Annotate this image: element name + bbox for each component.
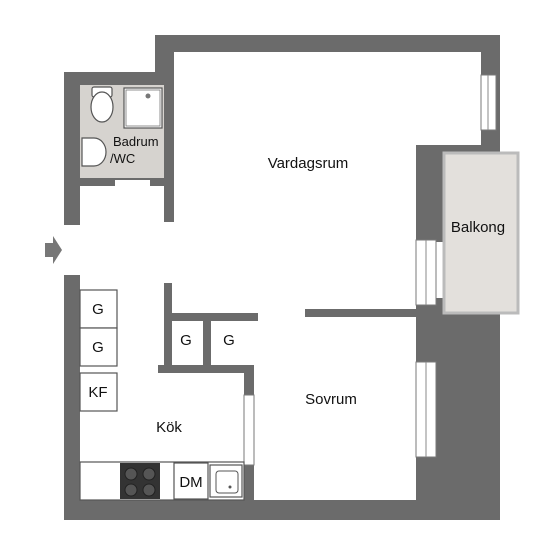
kitchen-label: Kök	[156, 419, 182, 436]
kitchen-fixtures	[79, 289, 245, 501]
bedroom-label: Sovrum	[305, 391, 357, 408]
shower-icon	[123, 87, 163, 129]
cabinet-labels: G G KF G G DM	[88, 301, 234, 491]
cabinet-g-top-label: G	[92, 301, 104, 318]
balcony	[442, 151, 520, 315]
balcony-label: Balkong	[451, 219, 505, 236]
bathroom-label-line2: /WC	[110, 151, 135, 166]
cabinet-g-bottom-label: G	[92, 339, 104, 356]
cabinet-g-bottom	[79, 327, 118, 367]
bathroom-fixtures	[81, 86, 163, 167]
dishwasher-label: DM	[179, 474, 202, 491]
hall-g-left-label: G	[180, 332, 192, 349]
room-labels: Vardagsrum Badrum /WC Balkong Sovrum Kök	[110, 134, 505, 436]
cabinet-g-top	[79, 289, 118, 329]
bathroom-label-line1: Badrum	[113, 134, 159, 149]
stove-icon	[120, 463, 160, 499]
fridge-freezer-label: KF	[88, 384, 107, 401]
interior-floor	[80, 52, 481, 500]
dishwasher	[173, 462, 209, 500]
living-room-label: Vardagsrum	[268, 155, 349, 172]
toilet-icon	[90, 86, 114, 123]
kitchen-sink-icon	[209, 464, 243, 498]
entrance	[45, 225, 82, 275]
fridge-freezer	[79, 372, 118, 412]
arrow-right-icon	[45, 236, 62, 264]
sink-icon	[81, 137, 107, 167]
hall-g-right-label: G	[223, 332, 235, 349]
windows	[243, 74, 497, 466]
